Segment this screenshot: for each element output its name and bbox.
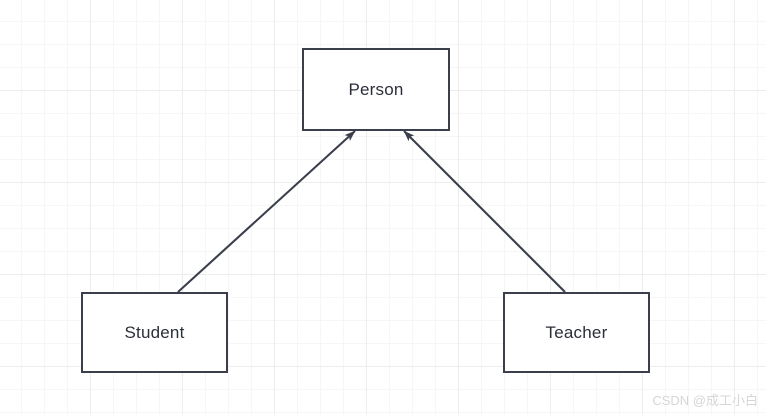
node-teacher-label: Teacher <box>545 322 608 342</box>
node-student[interactable]: Student <box>81 292 228 373</box>
node-student-label: Student <box>124 322 185 342</box>
node-person[interactable]: Person <box>302 48 450 131</box>
node-person-label: Person <box>348 79 404 99</box>
watermark-text: CSDN @成工小白 <box>652 393 758 408</box>
node-teacher[interactable]: Teacher <box>503 292 650 373</box>
edge-student-to-person <box>177 130 356 293</box>
edge-teacher-to-person <box>403 130 566 293</box>
